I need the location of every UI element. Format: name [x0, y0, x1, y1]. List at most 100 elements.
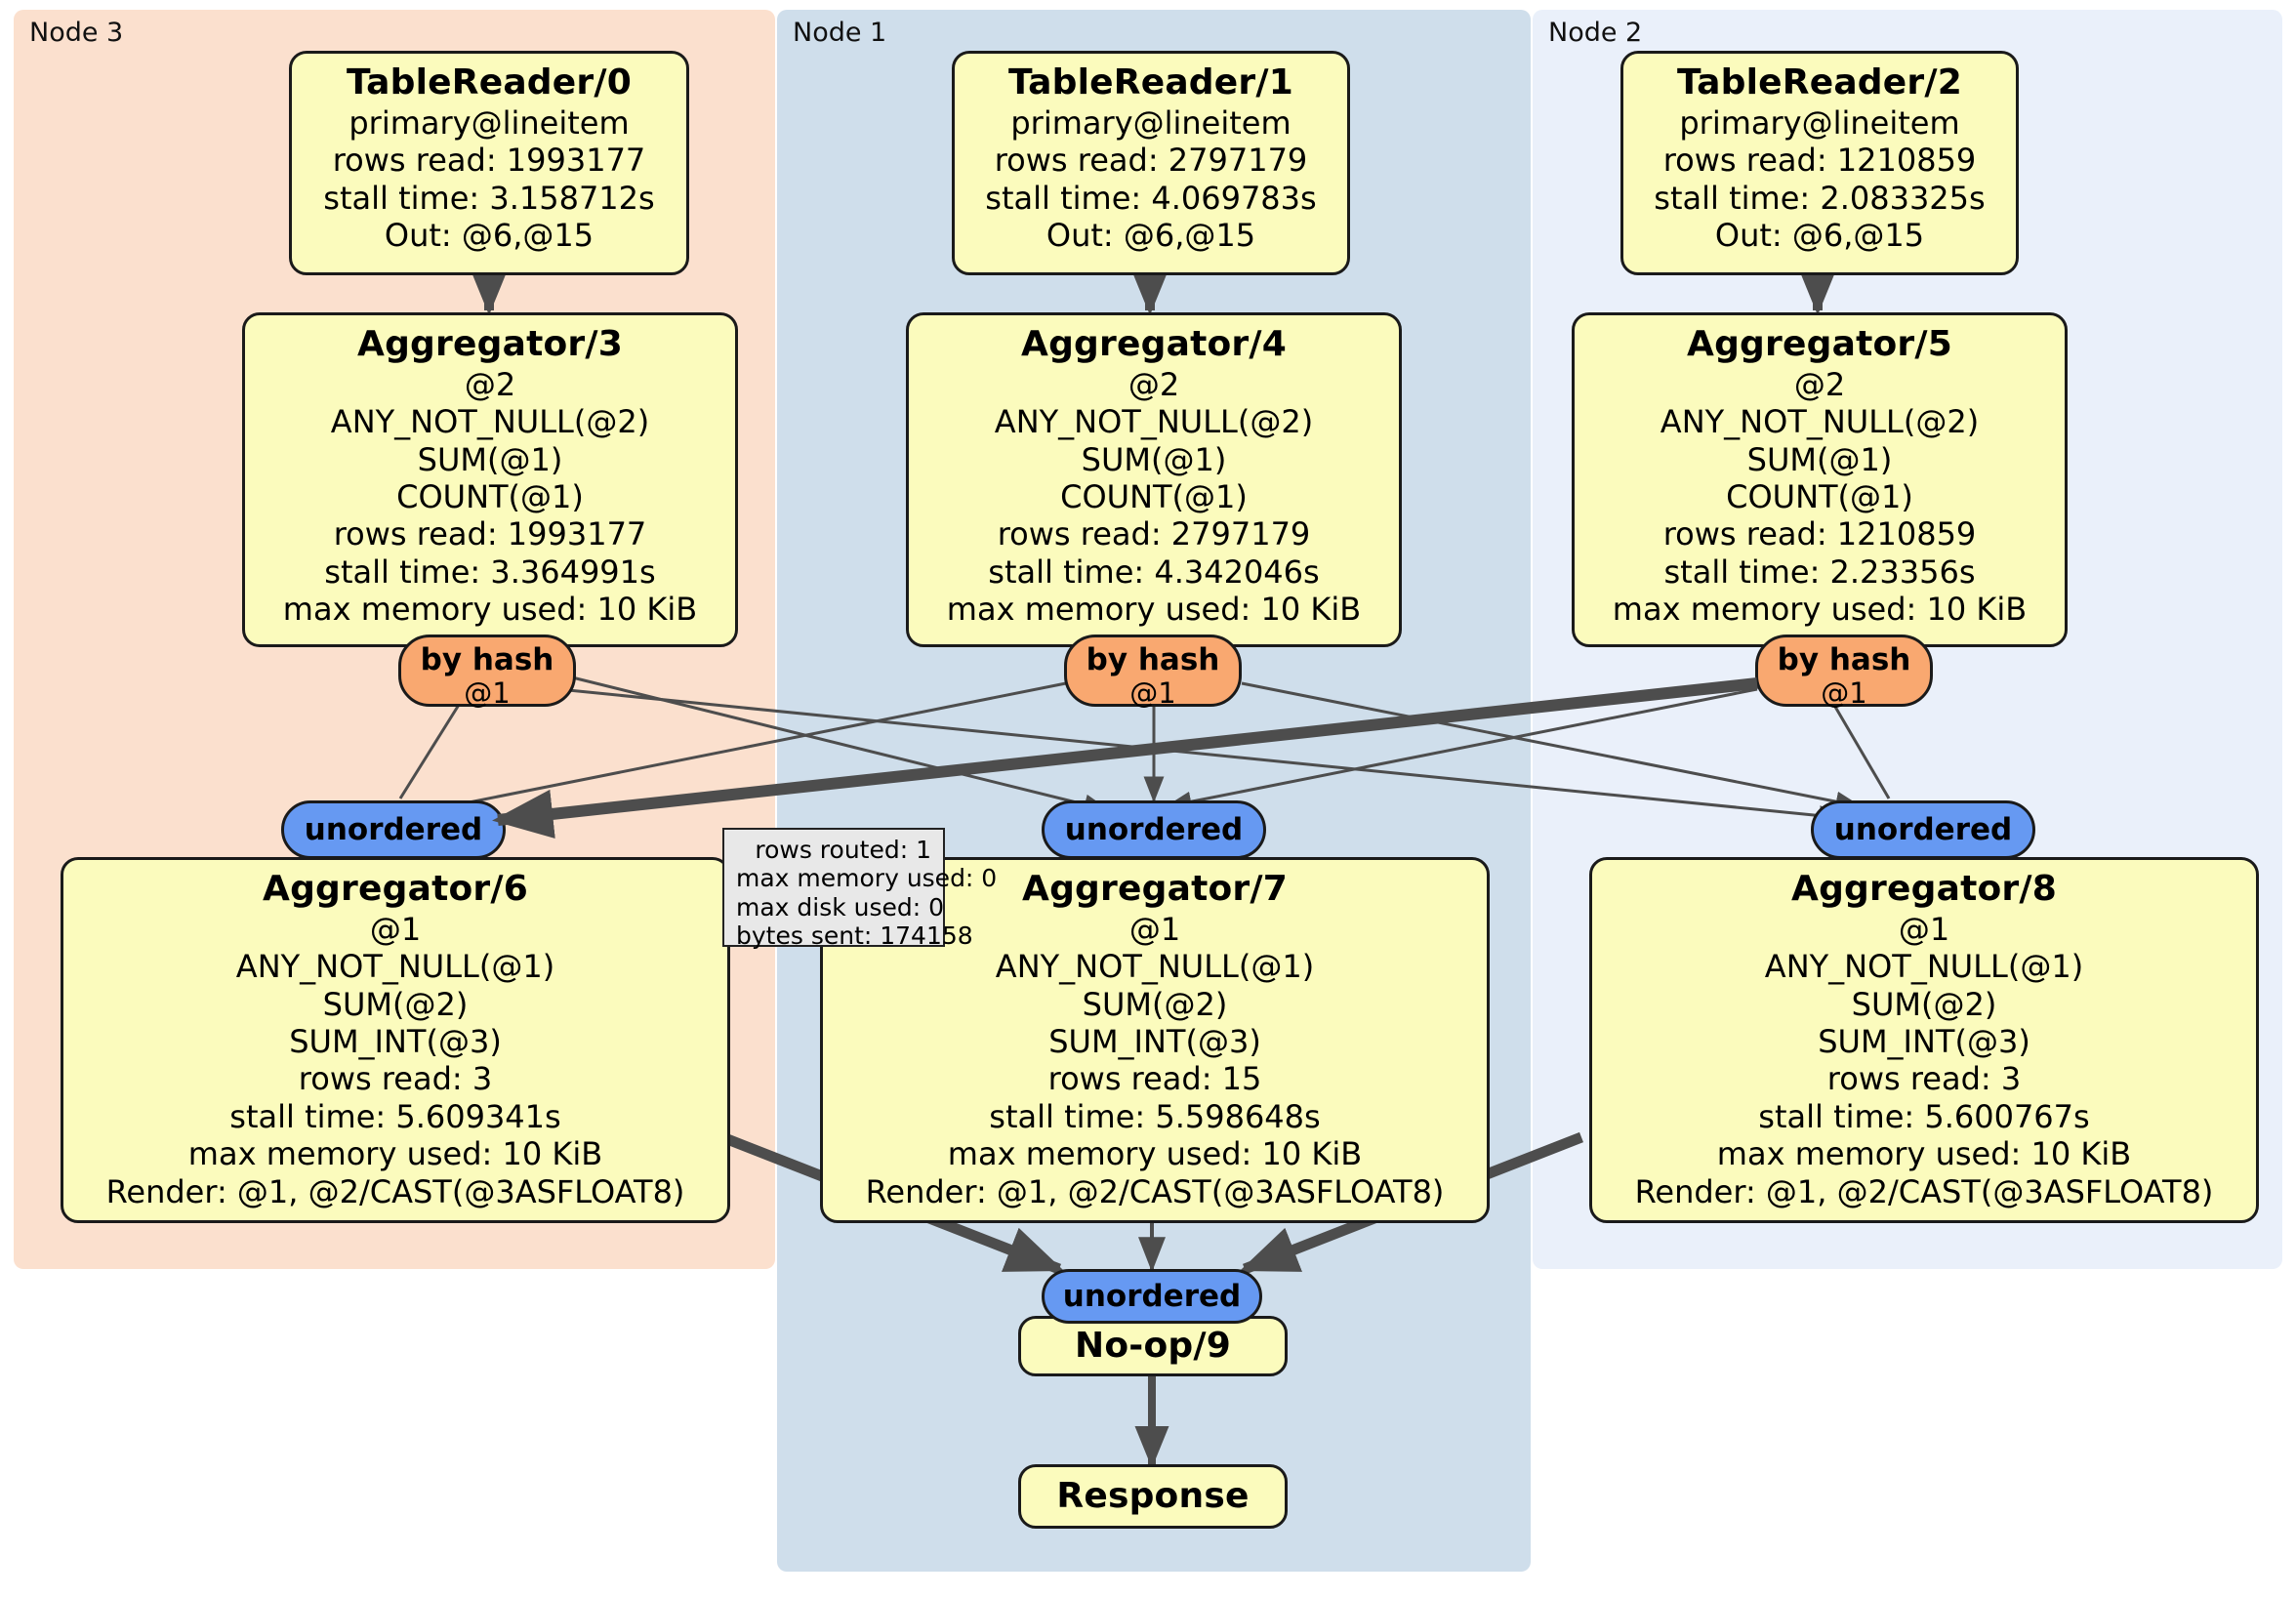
processor-detail: max memory used: 10 KiB	[1716, 1135, 2132, 1173]
processor-detail: Render: @1, @2/CAST(@3ASFLOAT8)	[1634, 1172, 2214, 1210]
processor-title: Response	[1056, 1476, 1250, 1516]
processor-detail: stall time: 4.342046s	[988, 553, 1320, 591]
router-title: by hash	[420, 642, 554, 677]
processor-aggregator-8[interactable]: Aggregator/8 @1 ANY_NOT_NULL(@1) SUM(@2)…	[1589, 857, 2259, 1223]
processor-detail: primary@lineitem	[1679, 103, 1960, 142]
processor-title: Aggregator/3	[357, 324, 623, 364]
processor-detail: Out: @6,@15	[1714, 217, 1925, 255]
processor-title: Aggregator/8	[1791, 869, 2057, 909]
router-title: unordered	[304, 811, 483, 847]
router-subtitle: @1	[464, 676, 511, 710]
processor-title: No-op/9	[1075, 1326, 1231, 1366]
processor-detail: stall time: 5.598648s	[989, 1097, 1321, 1135]
processor-detail: primary@lineitem	[1010, 103, 1292, 142]
processor-detail: stall time: 5.600767s	[1758, 1097, 2090, 1135]
processor-detail: @1	[1898, 910, 1950, 948]
processor-tablereader-1[interactable]: TableReader/1 primary@lineitem rows read…	[952, 51, 1350, 275]
router-by-hash-5[interactable]: by hash @1	[1755, 635, 1933, 710]
processor-title: Aggregator/7	[1022, 869, 1288, 909]
processor-detail: ANY_NOT_NULL(@1)	[235, 948, 555, 986]
processor-detail: @2	[1793, 365, 1846, 403]
processor-detail: @1	[1128, 910, 1181, 948]
router-unordered-7[interactable]: unordered	[1042, 800, 1266, 859]
processor-detail: SUM(@1)	[417, 440, 563, 478]
processor-detail: @2	[1128, 365, 1180, 403]
router-title: by hash	[1086, 642, 1220, 677]
processor-detail: @1	[369, 910, 422, 948]
router-title: unordered	[1062, 1278, 1242, 1314]
router-unordered-6[interactable]: unordered	[281, 800, 506, 859]
processor-detail: SUM_INT(@3)	[1048, 1023, 1261, 1061]
processor-detail: stall time: 3.158712s	[323, 179, 655, 217]
processor-detail: SUM(@2)	[1851, 985, 1997, 1023]
router-by-hash-3[interactable]: by hash @1	[398, 635, 576, 710]
router-subtitle: @1	[1821, 676, 1867, 710]
router-by-hash-4[interactable]: by hash @1	[1064, 635, 1242, 710]
router-title: by hash	[1777, 642, 1911, 677]
processor-detail: rows read: 2797179	[997, 515, 1311, 553]
processor-detail: COUNT(@1)	[396, 478, 584, 516]
processor-detail: rows read: 1993177	[333, 515, 647, 553]
processor-detail: SUM(@2)	[1082, 985, 1228, 1023]
processor-aggregator-4[interactable]: Aggregator/4 @2 ANY_NOT_NULL(@2) SUM(@1)…	[906, 312, 1402, 647]
processor-detail: Render: @1, @2/CAST(@3ASFLOAT8)	[105, 1172, 685, 1210]
router-title: unordered	[1833, 811, 2013, 847]
stats-line: max disk used: 0	[736, 892, 945, 921]
processor-detail: rows read: 2797179	[994, 142, 1308, 180]
processor-detail: ANY_NOT_NULL(@2)	[1660, 403, 1980, 441]
processor-detail: rows read: 1210859	[1662, 515, 1977, 553]
processor-title: Aggregator/4	[1021, 324, 1287, 364]
router-title: unordered	[1064, 811, 1244, 847]
processor-tablereader-2[interactable]: TableReader/2 primary@lineitem rows read…	[1620, 51, 2019, 275]
processor-aggregator-5[interactable]: Aggregator/5 @2 ANY_NOT_NULL(@2) SUM(@1)…	[1572, 312, 2068, 647]
stats-line: max memory used: 0	[736, 864, 998, 893]
processor-aggregator-6[interactable]: Aggregator/6 @1 ANY_NOT_NULL(@1) SUM(@2)…	[61, 857, 730, 1223]
processor-detail: SUM(@1)	[1746, 440, 1893, 478]
router-subtitle: @1	[1129, 676, 1176, 710]
processor-detail: SUM(@2)	[322, 985, 469, 1023]
router-unordered-8[interactable]: unordered	[1811, 800, 2035, 859]
processor-detail: rows read: 1210859	[1662, 142, 1977, 180]
processor-detail: max memory used: 10 KiB	[282, 591, 698, 629]
processor-response[interactable]: Response	[1018, 1464, 1288, 1529]
processor-noop-9[interactable]: No-op/9	[1018, 1316, 1288, 1376]
processor-detail: stall time: 3.364991s	[324, 553, 656, 591]
processor-title: Aggregator/6	[263, 869, 528, 909]
processor-detail: ANY_NOT_NULL(@2)	[330, 403, 650, 441]
processor-detail: stall time: 2.083325s	[1654, 179, 1986, 217]
stats-line: bytes sent: 174158	[736, 921, 973, 950]
processor-detail: SUM(@1)	[1081, 440, 1227, 478]
processor-detail: stall time: 4.069783s	[985, 179, 1317, 217]
processor-detail: max memory used: 10 KiB	[187, 1135, 603, 1173]
processor-detail: rows read: 3	[298, 1060, 493, 1098]
processor-detail: rows read: 15	[1047, 1060, 1262, 1098]
node-panel-label-node1: Node 1	[793, 18, 887, 48]
processor-detail: SUM_INT(@3)	[1818, 1023, 2030, 1061]
processor-title: TableReader/2	[1677, 62, 1962, 102]
processor-detail: COUNT(@1)	[1726, 478, 1913, 516]
processor-detail: max memory used: 10 KiB	[1612, 591, 2028, 629]
processor-detail: primary@lineitem	[348, 103, 630, 142]
processor-tablereader-0[interactable]: TableReader/0 primary@lineitem rows read…	[289, 51, 689, 275]
stream-stats-box: rows routed: 1 max memory used: 0 max di…	[722, 828, 998, 950]
processor-detail: max memory used: 10 KiB	[946, 591, 1362, 629]
processor-detail: @2	[464, 365, 516, 403]
processor-detail: SUM_INT(@3)	[289, 1023, 502, 1061]
processor-detail: rows read: 3	[1826, 1060, 2022, 1098]
processor-detail: rows read: 1993177	[332, 142, 646, 180]
node-panel-label-node2: Node 2	[1548, 18, 1643, 48]
processor-detail: ANY_NOT_NULL(@1)	[1764, 948, 2084, 986]
processor-detail: stall time: 2.23356s	[1663, 553, 1976, 591]
processor-detail: stall time: 5.609341s	[229, 1097, 561, 1135]
processor-detail: ANY_NOT_NULL(@1)	[995, 948, 1315, 986]
router-unordered-9[interactable]: unordered	[1042, 1269, 1262, 1324]
processor-detail: COUNT(@1)	[1060, 478, 1248, 516]
processor-detail: ANY_NOT_NULL(@2)	[994, 403, 1314, 441]
processor-detail: Render: @1, @2/CAST(@3ASFLOAT8)	[865, 1172, 1445, 1210]
processor-aggregator-3[interactable]: Aggregator/3 @2 ANY_NOT_NULL(@2) SUM(@1)…	[242, 312, 738, 647]
processor-title: TableReader/1	[1008, 62, 1293, 102]
processor-detail: max memory used: 10 KiB	[947, 1135, 1363, 1173]
processor-detail: Out: @6,@15	[1046, 217, 1256, 255]
processor-title: Aggregator/5	[1687, 324, 1952, 364]
